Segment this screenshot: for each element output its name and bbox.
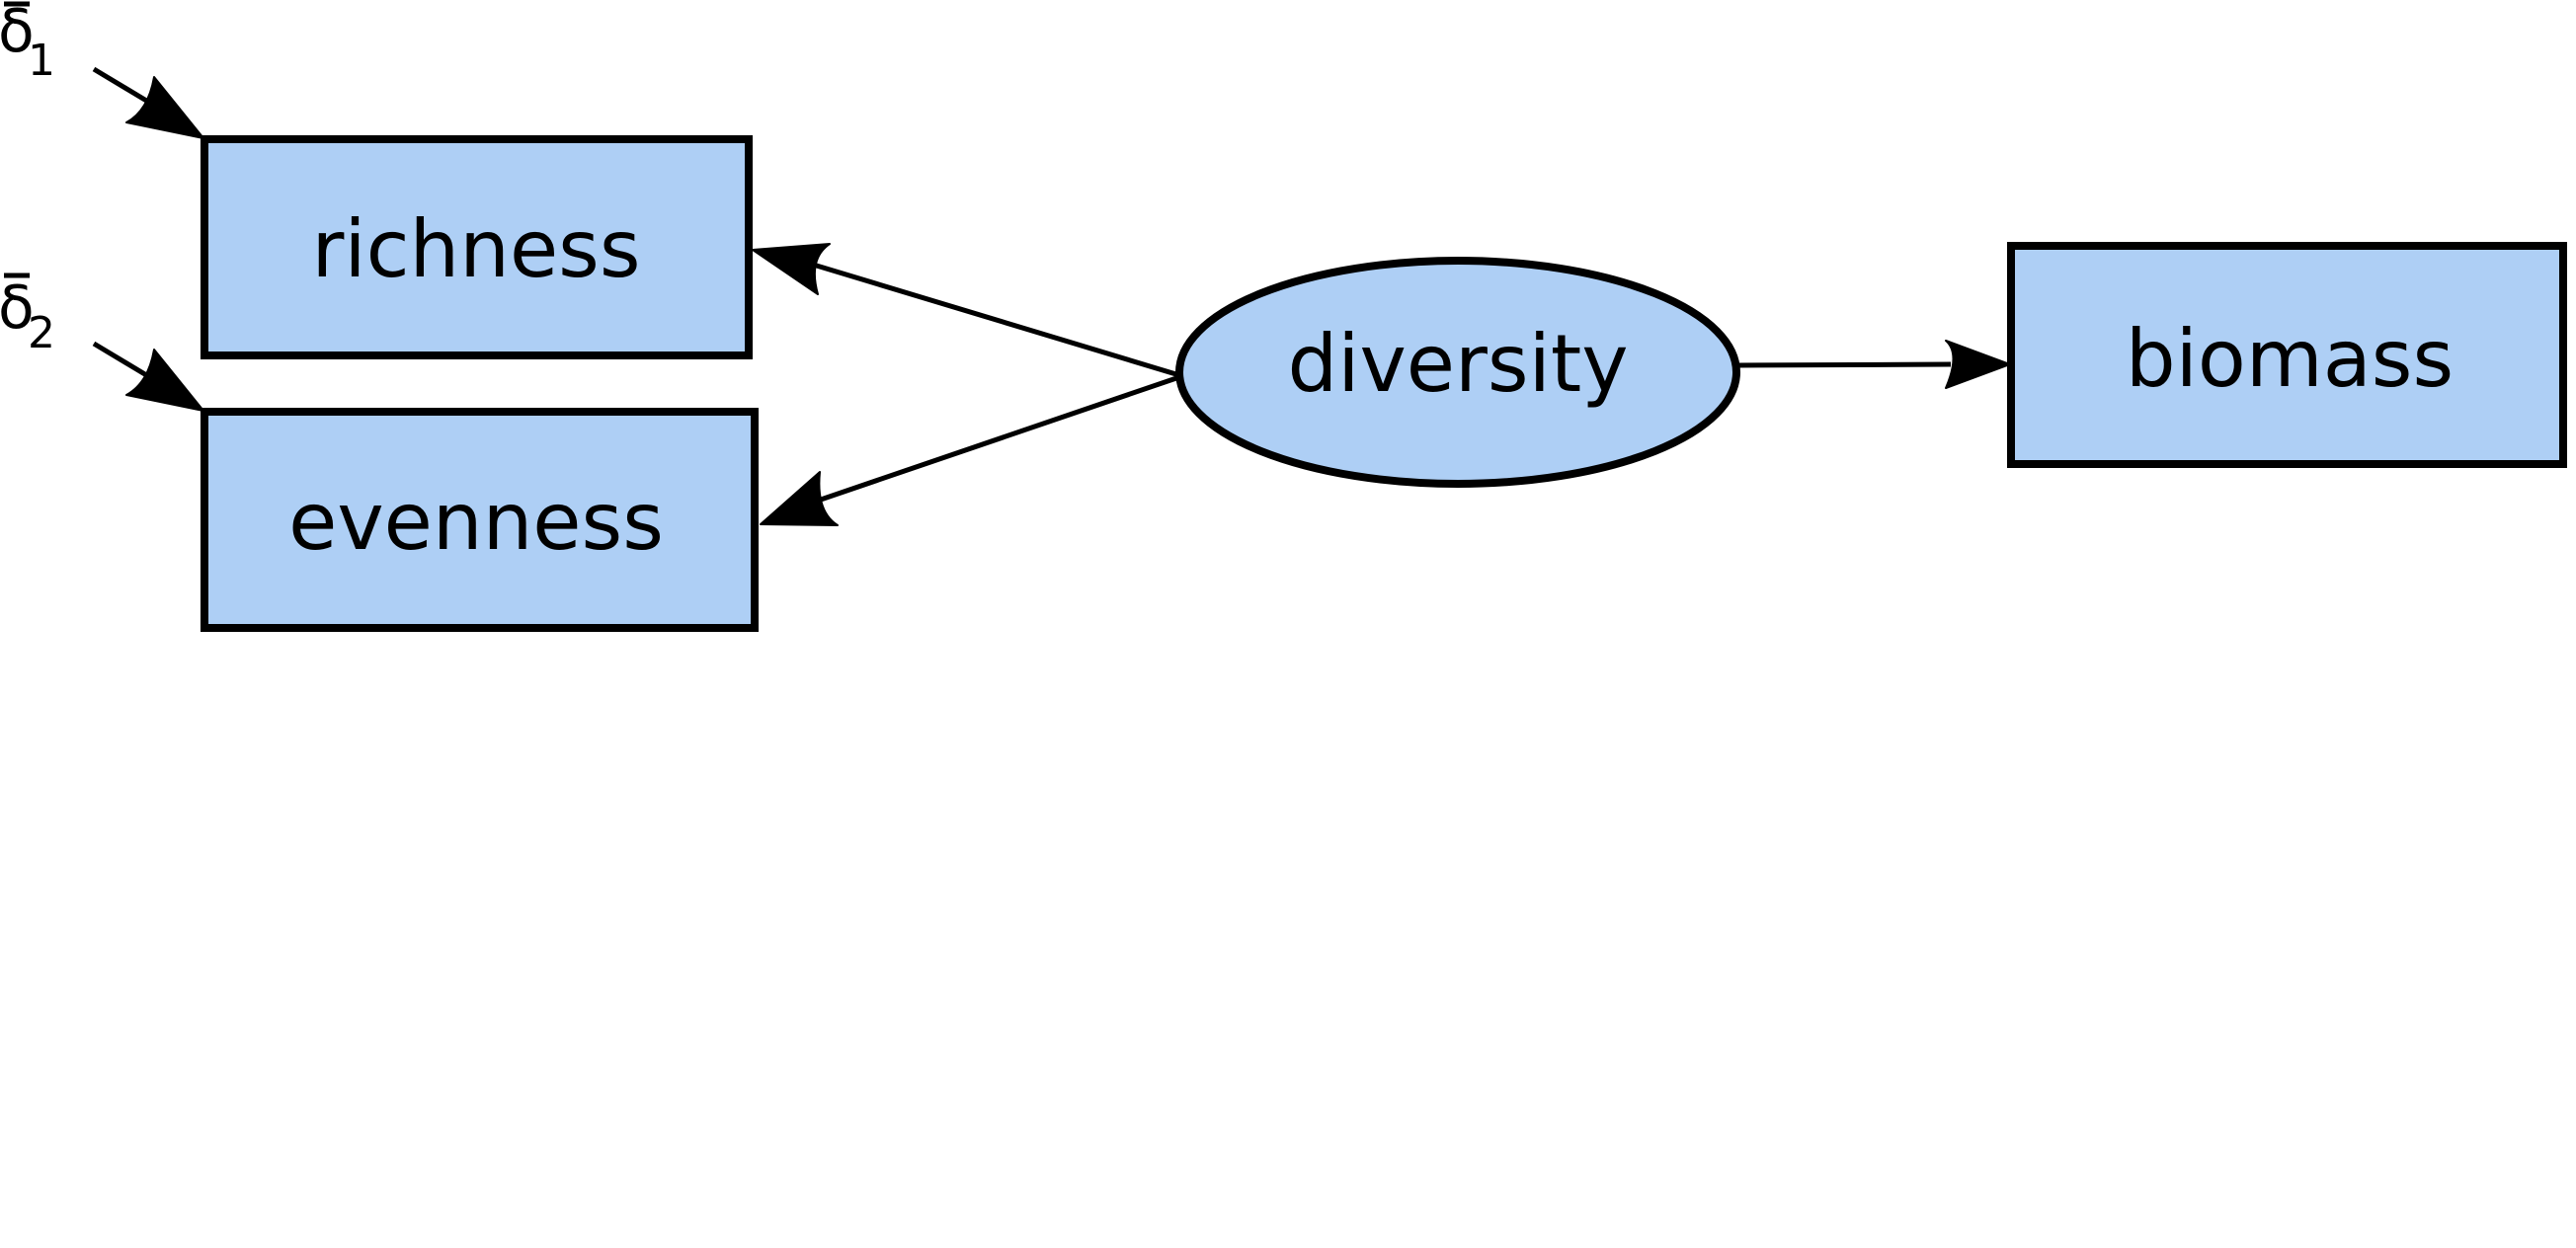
arrowhead-delta1-richness: [125, 76, 204, 139]
evenness-box: [201, 408, 759, 632]
richness-label: richness: [311, 203, 640, 295]
edge-diversity-evenness: [817, 374, 1180, 504]
edge-diversity-biomass: [1735, 361, 1952, 368]
arrowhead-diversity-richness: [752, 243, 831, 295]
arrowhead-diversity-evenness: [760, 471, 839, 526]
evenness-label: evenness: [288, 476, 664, 568]
error-term-delta1: δ 1: [0, 0, 55, 86]
diversity-label: diversity: [1287, 318, 1628, 410]
delta1-subscript: 1: [28, 36, 55, 86]
node-richness: richness: [201, 135, 753, 359]
richness-box: [201, 135, 753, 359]
biomass-box: [2007, 242, 2567, 468]
delta2-subscript: 2: [28, 308, 55, 358]
arrowheads: [125, 76, 2011, 526]
error-term-delta2: δ 2: [0, 273, 55, 358]
edge-delta1-richness: [92, 66, 150, 105]
node-evenness: evenness: [201, 408, 759, 632]
diversity-ellipse: [1175, 257, 1740, 488]
node-diversity: diversity: [1175, 257, 1740, 488]
edges: [92, 66, 1952, 504]
delta1-symbol: δ: [0, 0, 35, 66]
arrowhead-diversity-biomass: [1945, 340, 2011, 389]
edge-diversity-richness: [809, 261, 1180, 378]
arrowhead-delta2-evenness: [125, 349, 204, 412]
edge-delta2-evenness: [92, 341, 150, 379]
biomass-label: biomass: [2126, 313, 2454, 405]
node-biomass: biomass: [2007, 242, 2567, 468]
delta2-symbol: δ: [0, 273, 35, 343]
